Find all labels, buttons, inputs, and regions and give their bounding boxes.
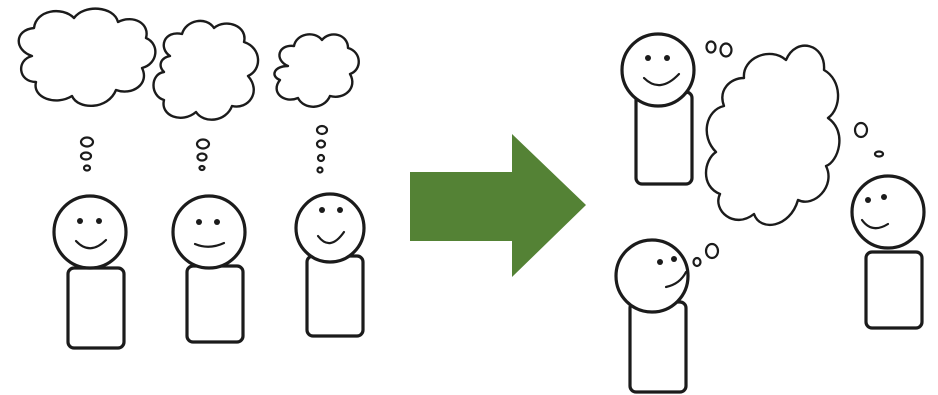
thought-bubble xyxy=(707,42,716,53)
person-green xyxy=(616,240,688,392)
thought-bubble xyxy=(198,154,207,161)
right-arrow-icon xyxy=(410,134,586,277)
after-group xyxy=(616,34,924,392)
thought-bubble xyxy=(694,258,701,266)
thought-bubble xyxy=(855,123,867,137)
thought-bubble xyxy=(318,168,323,173)
thought-cloud-1 xyxy=(19,9,156,106)
thought-cloud-3 xyxy=(274,34,358,106)
person-yellow xyxy=(852,176,924,328)
person-blue xyxy=(622,34,694,184)
person-yellow xyxy=(54,196,126,348)
person-head xyxy=(622,34,694,106)
thought-bubble xyxy=(84,166,90,171)
shared-thought-cloud xyxy=(706,46,839,225)
thought-cloud-2 xyxy=(154,21,259,120)
person-head xyxy=(54,196,126,268)
thought-bubble xyxy=(721,44,732,57)
person-body xyxy=(630,302,686,392)
thought-bubble xyxy=(197,140,209,149)
person-body xyxy=(307,256,363,336)
person-body xyxy=(68,268,124,348)
person-head xyxy=(296,194,364,262)
thought-bubble xyxy=(81,153,91,160)
thought-bubble xyxy=(706,244,718,258)
thought-bubble xyxy=(875,152,883,157)
before-group xyxy=(19,9,364,348)
person-head xyxy=(616,240,688,312)
person-head xyxy=(852,176,924,248)
thought-bubble xyxy=(200,166,205,170)
person-green xyxy=(173,196,245,342)
thought-bubble xyxy=(318,155,324,161)
person-head xyxy=(173,196,245,268)
person-blue xyxy=(296,194,364,336)
person-body xyxy=(866,252,922,328)
thought-bubble xyxy=(317,126,327,134)
thought-bubble xyxy=(317,141,325,148)
person-body xyxy=(187,266,243,342)
thought-bubble xyxy=(81,138,93,147)
